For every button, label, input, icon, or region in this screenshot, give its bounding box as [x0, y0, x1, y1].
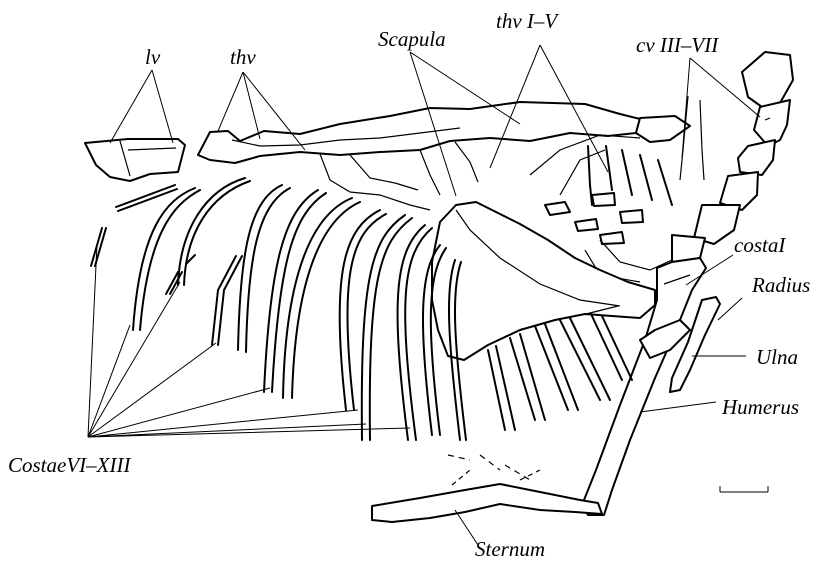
label-radius: Radius — [751, 273, 810, 297]
label-sternum: Sternum — [475, 537, 545, 561]
cervical-vertebrae-drawing — [636, 52, 793, 262]
label-costae-range: CostaeVI–XIII — [8, 453, 131, 477]
scale-bar — [720, 486, 768, 492]
label-costa-i: costaI — [734, 233, 786, 257]
label-ulna: Ulna — [756, 345, 798, 369]
label-thv-range: thv I–V — [496, 9, 559, 33]
scapula-drawing — [432, 202, 655, 360]
label-scapula: Scapula — [378, 27, 446, 51]
thoracic-column-drawing — [198, 102, 640, 210]
label-thv: thv — [230, 45, 256, 69]
label-lv: lv — [145, 45, 161, 69]
label-humerus: Humerus — [721, 395, 799, 419]
lumbar-vertebra-drawing — [85, 139, 185, 181]
label-cv-range: cv III–VII — [636, 33, 719, 57]
sternum-drawing — [372, 470, 602, 522]
